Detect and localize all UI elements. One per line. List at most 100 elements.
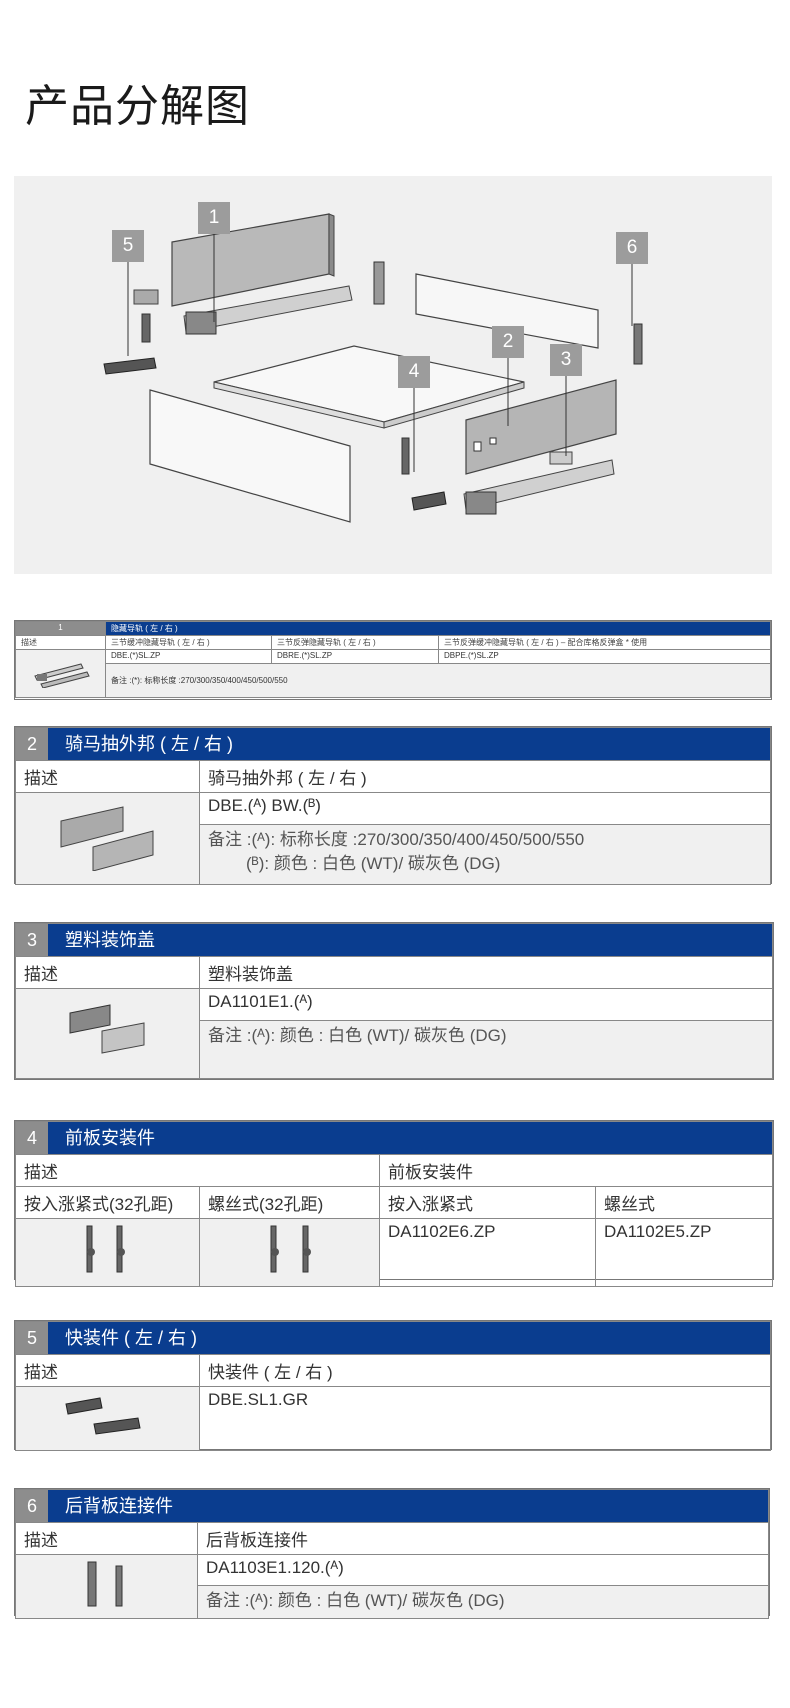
section-2-desc: 骑马抽外邦 ( 左 / 右 ) (199, 760, 771, 793)
section-4-header: 4 前板安装件 (15, 1121, 773, 1155)
section-4-desc: 前板安装件 (379, 1154, 773, 1187)
runner-left-mechanism (185, 311, 217, 335)
section-5-code: DBE.SL1.GR (199, 1386, 771, 1451)
callout-6: 6 (616, 232, 648, 264)
section-4-thumbnail-2 (199, 1218, 380, 1287)
section-4-type-1: 按入涨紧式(32孔距) (15, 1186, 200, 1219)
section-4-title: 前板安装件 (65, 1128, 156, 1148)
section-3-plastic-cap: 3 塑料装饰盖 描述 塑料装饰盖 DA1101E1.(ᴬ) 备注 :(ᴬ): 颜… (14, 922, 774, 1080)
section-1-hidden-runner: 1 隐藏导轨 ( 左 / 右 ) 描述 三节缓冲隐藏导轨 ( 左 / 右 ) 三… (14, 620, 772, 700)
section-5-quick-lock: 5 快装件 ( 左 / 右 ) 描述 快装件 ( 左 / 右 ) DBE.SL1… (14, 1320, 772, 1451)
front-fixing-lower (411, 491, 447, 511)
page-title: 产品分解图 (25, 82, 250, 131)
quick-lock (103, 357, 157, 375)
section-2-note: 备注 :(ᴬ): 标称长度 :270/300/350/400/450/500/5… (199, 824, 771, 885)
section-6-desc: 后背板连接件 (197, 1522, 769, 1555)
section-5-header: 5 快装件 ( 左 / 右 ) (15, 1321, 771, 1355)
section-6-desc-label: 描述 (15, 1522, 198, 1555)
section-5-title: 快装件 ( 左 / 右 ) (65, 1328, 198, 1348)
section-4-front-fixing: 4 前板安装件 描述 前板安装件 按入涨紧式(32孔距) 螺丝式(32孔距) 按… (14, 1120, 774, 1287)
front-fixing-plate (401, 437, 410, 475)
section-1-thumbnail (15, 649, 106, 698)
section-4-desc-label: 描述 (15, 1154, 380, 1187)
section-5-thumbnail (15, 1386, 200, 1451)
callout-5: 5 (112, 230, 144, 262)
side-wall-left (171, 213, 330, 307)
section-6-title: 后背板连接件 (65, 1496, 174, 1516)
section-6-number: 6 (16, 1490, 48, 1522)
section-5-desc: 快装件 ( 左 / 右 ) (199, 1354, 771, 1387)
callout-2: 2 (492, 326, 524, 358)
runner-left (183, 285, 353, 333)
quick-lock-plate (141, 313, 151, 343)
runner-right-mechanism (465, 491, 497, 515)
section-4-sub-1: 按入涨紧式 (379, 1186, 596, 1219)
back-connector (633, 323, 643, 365)
section-4-code-1: DA1102E6.ZP (379, 1218, 596, 1287)
section-5-number: 5 (16, 1322, 48, 1354)
side-wall-right-hole (473, 441, 482, 452)
section-6-thumbnail (15, 1554, 198, 1619)
section-6-back-connector: 6 后背板连接件 描述 后背板连接件 DA1103E1.120.(ᴬ) 备注 :… (14, 1488, 770, 1619)
leader-lines (127, 232, 633, 472)
section-1-note: 备注 :(*): 标称长度 :270/300/350/400/450/500/5… (105, 663, 771, 698)
side-wall-left-edge (328, 213, 335, 277)
side-wall-right-hole-2 (489, 437, 497, 445)
runner-thumbnail-icon (33, 662, 90, 689)
section-2-note-line-1: 备注 :(ᴬ): 标称长度 :270/300/350/400/450/500/5… (208, 830, 585, 849)
section-1-code-2: DBRE.(*)SL.ZP (271, 649, 439, 664)
section-4-thumbnail-1 (15, 1218, 200, 1287)
section-2-title: 骑马抽外邦 ( 左 / 右 ) (65, 734, 234, 754)
section-4-code-2: DA1102E5.ZP (595, 1218, 773, 1287)
section-3-code: DA1101E1.(ᴬ) (199, 988, 773, 1021)
section-3-desc: 塑料装饰盖 (199, 956, 773, 989)
bottom-board-edge-right (383, 381, 525, 429)
section-1-number: 1 (15, 621, 106, 636)
section-4-number: 4 (16, 1122, 48, 1154)
bracket-top (373, 261, 385, 305)
side-wall-thumbnail-icon (60, 806, 153, 872)
section-2-desc-label: 描述 (15, 760, 200, 793)
screw-fixing-icon (270, 1225, 311, 1273)
exploded-diagram: 1 5 6 2 3 4 (14, 176, 772, 574)
section-2-side-wall: 2 骑马抽外邦 ( 左 / 右 ) 描述 骑马抽外邦 ( 左 / 右 ) DBE… (14, 726, 772, 885)
section-3-number: 3 (16, 924, 48, 956)
section-1-code-3: DBPE.(*)SL.ZP (438, 649, 771, 664)
section-1-code-1: DBE.(*)SL.ZP (105, 649, 272, 664)
section-4-type-2: 螺丝式(32孔距) (199, 1186, 380, 1219)
section-2-thumbnail (15, 792, 200, 885)
section-3-header: 3 塑料装饰盖 (15, 923, 773, 957)
cap-thumbnail-icon (69, 1004, 144, 1054)
front-panel (149, 389, 351, 523)
section-5-desc-label: 描述 (15, 1354, 200, 1387)
section-1-desc-label: 描述 (15, 635, 106, 650)
section-1-col-head-2: 三节反弹隐藏导轨 ( 左 / 右 ) (271, 635, 439, 650)
section-3-title: 塑料装饰盖 (65, 930, 156, 950)
callout-1: 1 (198, 202, 230, 234)
section-2-number: 2 (16, 728, 48, 760)
section-2-note-line-2: (ᴮ): 颜色 : 白色 (WT)/ 碳灰色 (DG) (246, 854, 501, 873)
section-3-note: 备注 :(ᴬ): 颜色 : 白色 (WT)/ 碳灰色 (DG) (199, 1020, 773, 1079)
runner-right (463, 459, 615, 511)
bottom-board (213, 345, 525, 423)
section-2-code: DBE.(ᴬ) BW.(ᴮ) (199, 792, 771, 825)
callout-4: 4 (398, 356, 430, 388)
section-1-col-head-1: 三节缓冲隐藏导轨 ( 左 / 右 ) (105, 635, 272, 650)
cap-small (133, 289, 159, 305)
section-1-title: 隐藏导轨 ( 左 / 右 ) (105, 621, 771, 636)
section-2-header: 2 骑马抽外邦 ( 左 / 右 ) (15, 727, 771, 761)
section-1-col-head-3: 三节反弹缓冲隐藏导轨 ( 左 / 右 ) – 配合库格反弹盒 * 使用 (438, 635, 771, 650)
cap-right (549, 451, 573, 465)
section-3-desc-label: 描述 (15, 956, 200, 989)
quick-lock-icon (64, 1397, 141, 1435)
press-fit-fixing-icon (86, 1225, 125, 1273)
callout-3: 3 (550, 344, 582, 376)
exploded-diagram-drawing (103, 213, 643, 523)
back-panel (415, 273, 599, 349)
section-6-code: DA1103E1.120.(ᴬ) (197, 1553, 769, 1587)
back-connector-icon (87, 1561, 122, 1607)
section-4-sub-2: 螺丝式 (595, 1186, 773, 1219)
section-6-header: 6 后背板连接件 (15, 1489, 769, 1523)
section-3-thumbnail (15, 988, 200, 1079)
section-6-note: 备注 :(ᴬ): 颜色 : 白色 (WT)/ 碳灰色 (DG) (197, 1585, 769, 1619)
